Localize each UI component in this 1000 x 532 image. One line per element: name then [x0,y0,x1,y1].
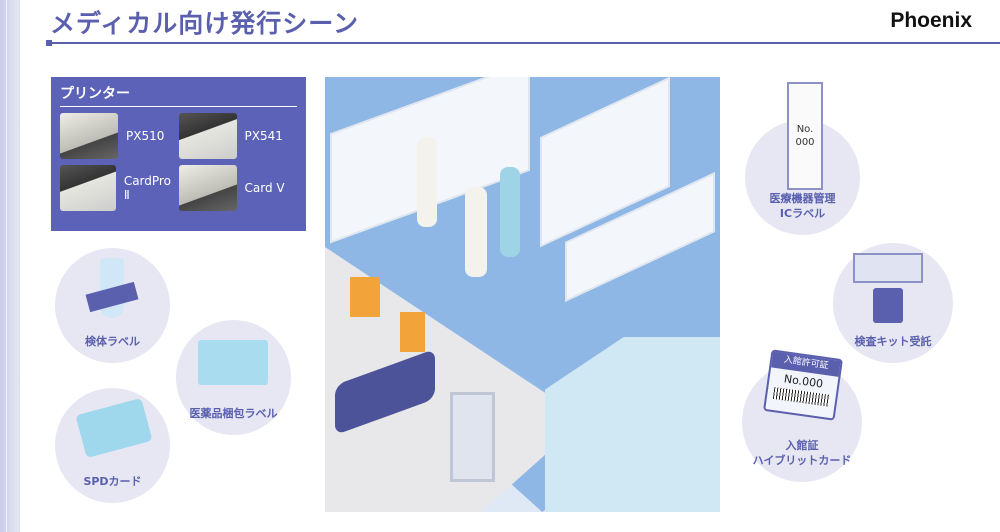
scene-specimen-label: 検体ラベル [55,248,170,363]
printer-px510: PX510 [60,113,179,159]
printer-heading: プリンター [60,83,297,107]
vial-icon [873,288,903,323]
card-icon [75,397,153,459]
scene-label: SPDカード [83,474,142,488]
kiosk-icon [450,392,495,482]
scene-label: 検体ラベル [85,334,140,348]
side-decoration [0,0,20,532]
scene-label: ICラベル [779,206,826,220]
printer-cardpro2: CardPro Ⅱ [60,165,179,211]
tag-text: 000 [795,137,815,148]
scene-label: 入館証 [785,439,819,453]
ic-tag-icon: No. 000 [787,82,823,190]
scene-ic-label: No. 000 医療機器管理 ICラベル [745,82,860,235]
doctor-figure [417,137,437,227]
printer-image [178,113,237,159]
doctor-figure [465,187,487,277]
printer-px541: PX541 [178,113,298,159]
scene-spd-card: SPDカード [55,388,170,503]
printer-name: PX541 [244,129,283,143]
printer-cardv: Card V [178,165,298,211]
printer-panel: プリンター PX510 PX541 CardPro Ⅱ Card V [51,77,306,231]
scene-label: ハイブリットカード [752,453,852,467]
nurse-figure [500,167,520,257]
scene-label: 医療機器管理 [769,192,836,206]
pass-card-icon: 入館許可証 No.000 [763,349,843,421]
hospital-illustration [325,77,720,512]
parking-gate-icon [400,312,425,352]
printer-image [60,165,116,211]
printer-name: CardPro Ⅱ [123,174,171,202]
parking-gate-icon [350,277,380,317]
kit-box-icon [853,253,923,283]
tag-text: No. [796,124,814,135]
printer-name: PX510 [126,129,165,143]
title-divider [46,40,1000,46]
package-box-icon [198,340,268,385]
printer-image [60,113,118,159]
scene-pass-card: 入館許可証 No.000 入館証 ハイブリットカード [742,349,862,482]
scene-pharma-label: 医薬品梱包ラベル [176,320,291,435]
scene-label: 医薬品梱包ラベル [189,406,278,420]
scene-label: 検査キット受託 [854,334,932,348]
scene-test-kit: 検査キット受託 [833,243,953,363]
printer-name: Card V [244,181,285,195]
page-title: メディカル向け発行シーン [50,9,360,38]
brand-logo: Phoenix [890,9,972,32]
printer-image [178,165,237,211]
